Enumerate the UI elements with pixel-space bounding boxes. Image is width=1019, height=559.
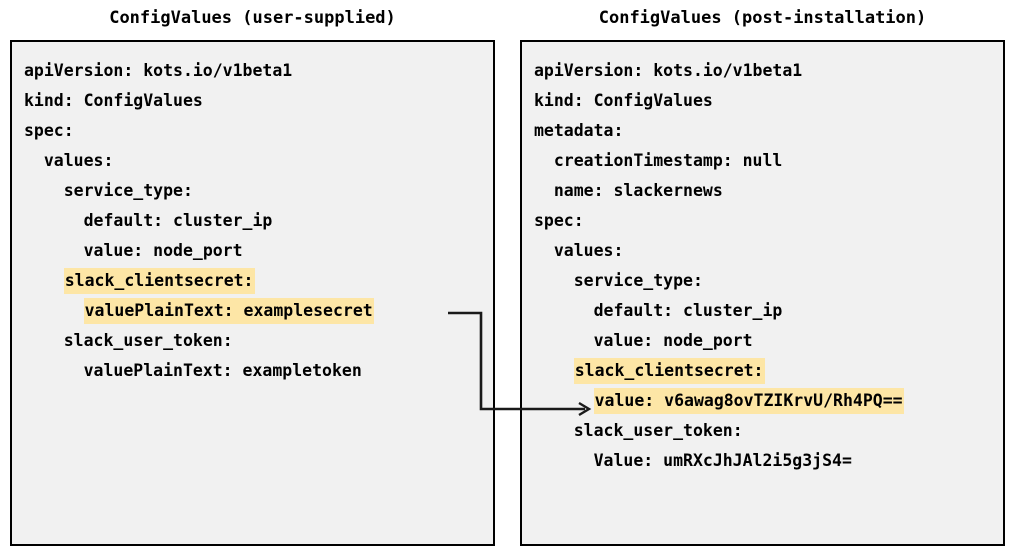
yaml-indent xyxy=(534,241,554,260)
yaml-line: Value: umRXcJhJAl2i5g3jS4= xyxy=(522,446,1003,476)
yaml-line: spec: xyxy=(522,206,1003,236)
yaml-text: Value: umRXcJhJAl2i5g3jS4= xyxy=(593,451,852,470)
yaml-line: default: cluster_ip xyxy=(12,206,493,236)
yaml-line: kind: ConfigValues xyxy=(522,86,1003,116)
yaml-indent xyxy=(534,181,554,200)
yaml-text: value: node_port xyxy=(83,241,243,260)
yaml-text: kind: ConfigValues xyxy=(534,91,713,110)
yaml-indent xyxy=(24,271,64,290)
yaml-line: service_type: xyxy=(12,176,493,206)
yaml-line: value: node_port xyxy=(522,326,1003,356)
yaml-line: creationTimestamp: null xyxy=(522,146,1003,176)
yaml-line: service_type: xyxy=(522,266,1003,296)
yaml-line: slack_user_token: xyxy=(12,326,493,356)
yaml-line: name: slackernews xyxy=(522,176,1003,206)
yaml-text: default: cluster_ip xyxy=(83,211,273,230)
yaml-indent xyxy=(24,151,44,170)
panel-title-user-supplied: ConfigValues (user-supplied) xyxy=(109,8,396,28)
yaml-text: metadata: xyxy=(534,121,624,140)
yaml-line: apiVersion: kots.io/v1beta1 xyxy=(12,56,493,86)
yaml-text: spec: xyxy=(24,121,74,140)
yaml-line: values: xyxy=(522,236,1003,266)
yaml-indent xyxy=(534,421,574,440)
yaml-text: value: node_port xyxy=(593,331,753,350)
panel-title-post-installation: ConfigValues (post-installation) xyxy=(598,8,927,28)
yaml-line: value: node_port xyxy=(12,236,493,266)
yaml-line: slack_clientsecret: xyxy=(522,356,1003,386)
yaml-text: valuePlainText: exampletoken xyxy=(83,361,362,380)
yaml-text: service_type: xyxy=(63,181,193,200)
yaml-indent xyxy=(24,211,84,230)
yaml-text: kind: ConfigValues xyxy=(24,91,203,110)
yaml-text: apiVersion: kots.io/v1beta1 xyxy=(24,61,293,80)
yaml-highlighted-text: valuePlainText: examplesecret xyxy=(83,298,374,324)
yaml-text: spec: xyxy=(534,211,584,230)
yaml-indent xyxy=(534,361,574,380)
yaml-line: value: v6awag8ovTZIKrvU/Rh4PQ== xyxy=(522,386,1003,416)
yaml-highlighted-text: slack_clientsecret: xyxy=(573,358,765,384)
yaml-text: creationTimestamp: null xyxy=(553,151,783,170)
yaml-text: slack_user_token: xyxy=(573,421,743,440)
yaml-indent xyxy=(534,301,594,320)
yaml-line: valuePlainText: exampletoken xyxy=(12,356,493,386)
yaml-indent xyxy=(534,451,594,470)
yaml-text: slack_user_token: xyxy=(63,331,233,350)
yaml-text: default: cluster_ip xyxy=(593,301,783,320)
yaml-indent xyxy=(24,331,64,350)
yaml-indent xyxy=(24,301,84,320)
yaml-line: values: xyxy=(12,146,493,176)
yaml-indent xyxy=(534,391,594,410)
yaml-highlighted-text: slack_clientsecret: xyxy=(63,268,255,294)
yaml-indent xyxy=(534,151,554,170)
yaml-code-block-post-installation: apiVersion: kots.io/v1beta1 kind: ConfigV… xyxy=(522,56,1003,476)
yaml-line: slack_clientsecret: xyxy=(12,266,493,296)
yaml-indent xyxy=(24,181,64,200)
yaml-code-block-user-supplied: apiVersion: kots.io/v1beta1 kind: ConfigV… xyxy=(12,56,493,386)
yaml-indent xyxy=(24,241,84,260)
yaml-line: default: cluster_ip xyxy=(522,296,1003,326)
yaml-text: service_type: xyxy=(573,271,703,290)
yaml-line: metadata: xyxy=(522,116,1003,146)
yaml-text: name: slackernews xyxy=(553,181,723,200)
yaml-line: kind: ConfigValues xyxy=(12,86,493,116)
yaml-indent xyxy=(534,331,594,350)
yaml-indent xyxy=(24,361,84,380)
yaml-line: spec: xyxy=(12,116,493,146)
yaml-line: slack_user_token: xyxy=(522,416,1003,446)
yaml-highlighted-text: value: v6awag8ovTZIKrvU/Rh4PQ== xyxy=(593,388,904,414)
yaml-line: valuePlainText: examplesecret xyxy=(12,296,493,326)
yaml-text: values: xyxy=(553,241,624,260)
yaml-text: apiVersion: kots.io/v1beta1 xyxy=(534,61,803,80)
yaml-line: apiVersion: kots.io/v1beta1 xyxy=(522,56,1003,86)
yaml-text: values: xyxy=(43,151,114,170)
config-values-user-supplied-panel: apiVersion: kots.io/v1beta1 kind: ConfigV… xyxy=(10,40,495,546)
config-values-post-installation-panel: apiVersion: kots.io/v1beta1 kind: ConfigV… xyxy=(520,40,1005,546)
yaml-indent xyxy=(534,271,574,290)
